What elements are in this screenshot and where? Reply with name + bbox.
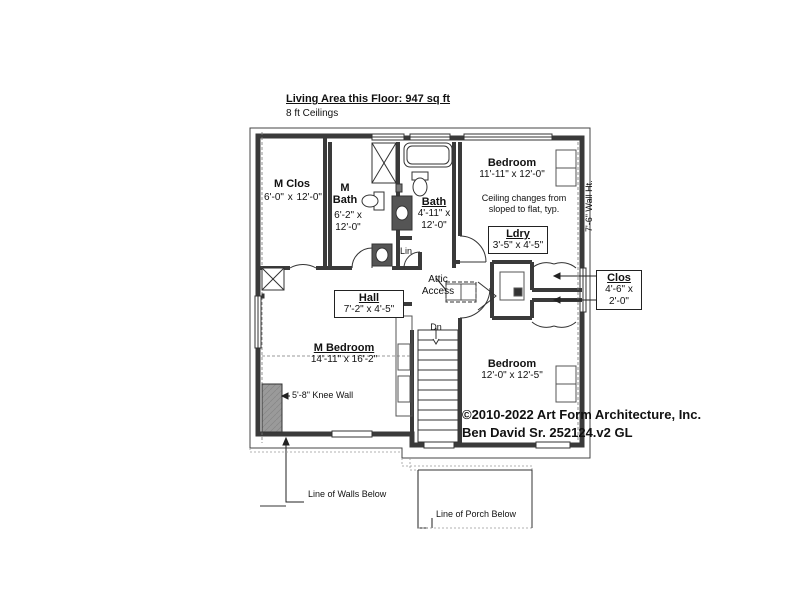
- room-name: Ldry: [506, 228, 530, 240]
- copyright-block: ©2010-2022 Art Form Architecture, Inc. B…: [462, 406, 701, 442]
- leader-lines: [280, 272, 596, 529]
- attic-access-note: Attic Access: [418, 274, 458, 298]
- room-size: 11'-11" x 12'-0": [479, 169, 545, 180]
- room-size: 7'-2" x 4'-5": [343, 304, 395, 315]
- room-name: M Bedroom: [313, 342, 375, 354]
- lines-below: [249, 448, 533, 529]
- porch-below-note: Line of Porch Below: [436, 509, 517, 519]
- attic-hatch: [445, 281, 477, 303]
- room-label-bedroom-ne: Bedroom 11'-11" x 12'-0": [472, 157, 552, 181]
- attic-line-1: Attic: [428, 274, 448, 285]
- bath-fixtures: [361, 142, 453, 267]
- room-name-line-1: M: [340, 182, 350, 194]
- copyright-line-2: Ben David Sr. 252124.v2 GL: [462, 425, 633, 440]
- stairs: [417, 328, 459, 443]
- stair-down-label: Dn: [430, 322, 442, 332]
- walls-below-note: Line of Walls Below: [308, 489, 387, 499]
- ceiling-height-note: 8 ft Ceilings: [286, 108, 339, 119]
- wall-height-note: 7'-6" Wall Ht.: [584, 180, 594, 232]
- room-size-line-2: 2'-0": [609, 296, 629, 307]
- room-label-m-bath: M Bath: [330, 182, 360, 206]
- room-name: Bedroom: [487, 157, 537, 169]
- room-size-line-1: 4'-11" x: [417, 208, 451, 219]
- room-size-m-clos: 6'-0" x 12'-0": [264, 192, 322, 203]
- knee-wall-note: 5'-8" Knee Wall: [292, 390, 354, 400]
- room-name: Clos: [607, 272, 631, 284]
- room-label-bedroom-se: Bedroom 12'-0" x 12'-5": [474, 358, 550, 382]
- knee-wall-area: [261, 267, 285, 433]
- room-name-line-2: Bath: [332, 194, 358, 206]
- room-size-line-1: 6'-2" x: [334, 210, 362, 221]
- room-size: 12'-0" x 12'-5": [481, 370, 543, 381]
- porch-outline: [260, 469, 533, 528]
- living-area-title: Living Area this Floor: 947 sq ft: [286, 93, 451, 105]
- room-name: Bath: [421, 196, 447, 208]
- attic-line-2: Access: [421, 286, 455, 297]
- room-name: Bedroom: [487, 358, 537, 370]
- room-label-ldry: Ldry 3'-5" x 4'-5": [488, 226, 548, 254]
- room-label-clos: Clos 4'-6" x 2'-0": [596, 270, 642, 310]
- copyright-line-1: ©2010-2022 Art Form Architecture, Inc.: [462, 407, 702, 422]
- room-name: Hall: [358, 292, 380, 304]
- doors: [289, 235, 577, 328]
- ceiling-change-line-1: Ceiling changes from: [481, 193, 567, 203]
- room-size-line-2: 12'-0": [421, 220, 447, 231]
- ceiling-change-note: Ceiling changes from sloped to flat, typ…: [472, 193, 576, 215]
- room-label-m-bedroom: M Bedroom 14'-11" x 16'-2": [306, 342, 382, 366]
- room-label-bath: Bath 4'-11" x 12'-0": [414, 196, 454, 232]
- ceiling-change-line-2: sloped to flat, typ.: [488, 204, 560, 214]
- room-name: M Clos: [273, 178, 311, 190]
- room-size-m-bath: 6'-2" x 12'-0": [328, 210, 368, 234]
- room-size: 3'-5" x 4'-5": [492, 240, 544, 251]
- room-size-line-2: 12'-0": [335, 222, 361, 233]
- room-label-lin: Lin: [399, 246, 412, 256]
- room-size-line-1: 4'-6" x: [605, 284, 633, 295]
- room-label-hall: Hall 7'-2" x 4'-5": [334, 290, 404, 318]
- room-label-m-clos: M Clos: [262, 178, 322, 190]
- windows: [254, 133, 587, 449]
- room-size: 14'-11" x 16'-2": [310, 354, 378, 365]
